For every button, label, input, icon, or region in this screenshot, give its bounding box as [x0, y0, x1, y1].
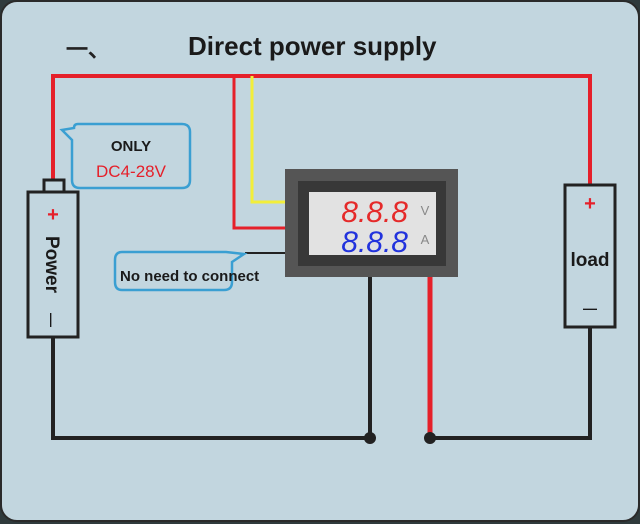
- power-source: + Power —: [26, 178, 80, 339]
- load-minus: —: [583, 300, 597, 316]
- voltage-note-line1: ONLY: [111, 138, 151, 155]
- meter-yellow-lead: [250, 76, 287, 204]
- power-minus: —: [44, 313, 60, 327]
- no-connect-note: No need to connect: [120, 268, 259, 285]
- no-connect-bubble: No need to connect: [113, 250, 259, 292]
- positive-wire: [51, 74, 592, 185]
- load-plus: +: [584, 193, 596, 215]
- title-prefix: 一、: [66, 37, 110, 62]
- voltage-note-bubble: ONLY DC4-28V: [59, 122, 192, 190]
- voltage-note-line2: DC4-28V: [96, 162, 167, 181]
- load-box: + load —: [563, 183, 617, 329]
- power-plus: +: [47, 204, 59, 226]
- load-negative-wire: [430, 327, 592, 440]
- current-digits: 8.8.8: [341, 226, 408, 259]
- title: Direct power supply: [188, 31, 437, 61]
- meter-red-lead: [232, 76, 287, 230]
- voltage-unit: V: [421, 203, 430, 218]
- negative-wire: [51, 276, 372, 440]
- junction-dot: [424, 432, 436, 444]
- voltage-digits: 8.8.8: [341, 196, 408, 229]
- current-unit: A: [421, 232, 430, 247]
- volt-amp-meter: 8.8.8 V 8.8.8 A: [285, 169, 458, 277]
- junction-dot: [364, 432, 376, 444]
- meter-display: [309, 192, 436, 255]
- power-label: Power: [41, 236, 62, 294]
- load-label: load: [570, 250, 609, 271]
